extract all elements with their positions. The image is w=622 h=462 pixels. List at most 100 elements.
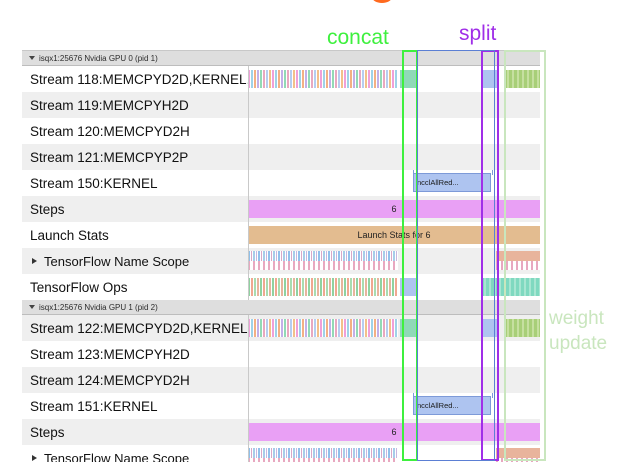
row-label[interactable]: TensorFlow Ops bbox=[22, 280, 248, 295]
launch-stats-bar[interactable]: Launch Stats for 6 bbox=[248, 226, 540, 244]
nccl-kernel-label: ncclAllRed... bbox=[417, 401, 459, 410]
weight-update-line-2: update bbox=[549, 331, 607, 356]
activity-bar bbox=[496, 251, 540, 261]
row-label-text: TensorFlow Name Scope bbox=[44, 451, 189, 462]
activity-bar bbox=[496, 458, 540, 462]
lane-separator bbox=[248, 222, 249, 248]
row-label-text: Stream 118:MEMCPYD2D,KERNEL,ME bbox=[30, 72, 248, 87]
row-label-text: Stream 120:MEMCPYD2H bbox=[30, 124, 190, 139]
row-label-text: Stream 124:MEMCPYD2H bbox=[30, 373, 190, 388]
timeline-row[interactable]: Stream 151:KERNEL ncclAllRed... bbox=[22, 393, 540, 419]
timeline-lane[interactable]: ncclAllRed... bbox=[248, 170, 540, 196]
row-label[interactable]: TensorFlow Name Scope bbox=[22, 254, 248, 269]
timeline-row[interactable]: Stream 122:MEMCPYD2D,KERNEL,MI bbox=[22, 315, 540, 341]
steps-bar[interactable]: 6 bbox=[248, 423, 540, 441]
row-label-text: Steps bbox=[30, 425, 65, 440]
lane-separator bbox=[248, 274, 249, 300]
row-label[interactable]: Stream 123:MEMCPYH2D bbox=[22, 347, 248, 362]
timeline-row[interactable]: Stream 150:KERNEL ncclAllRed... bbox=[22, 170, 540, 196]
lane-separator bbox=[248, 118, 249, 144]
timeline-lane[interactable] bbox=[248, 367, 540, 393]
timeline-row[interactable]: Stream 124:MEMCPYD2H bbox=[22, 367, 540, 393]
steps-bar[interactable]: 6 bbox=[248, 200, 540, 218]
row-label[interactable]: Stream 118:MEMCPYD2D,KERNEL,ME bbox=[22, 72, 248, 87]
weight-update-line-1: weight bbox=[549, 306, 607, 331]
activity-bar bbox=[248, 261, 398, 270]
row-label-text: Steps bbox=[30, 202, 65, 217]
timeline-lane[interactable]: ncclAllRed... bbox=[248, 393, 540, 419]
nccl-kernel-bar[interactable]: ncclAllRed... bbox=[413, 173, 491, 192]
row-label-text: TensorFlow Ops bbox=[30, 280, 128, 295]
group-header-gpu-1[interactable]: isqx1:25676 Nvidia GPU 1 (pid 2) bbox=[22, 300, 540, 315]
expand-triangle-icon[interactable] bbox=[32, 455, 37, 461]
timeline-row[interactable]: Stream 121:MEMCPYP2P bbox=[22, 144, 540, 170]
row-label-text: Stream 150:KERNEL bbox=[30, 176, 158, 191]
timeline-row[interactable]: Steps 6 bbox=[22, 419, 540, 445]
orange-marker-icon bbox=[372, 0, 392, 3]
timeline-row[interactable]: TensorFlow Ops bbox=[22, 274, 540, 300]
timeline-row[interactable]: Steps 6 bbox=[22, 196, 540, 222]
lane-separator bbox=[248, 419, 249, 445]
timeline-lane[interactable] bbox=[248, 274, 540, 300]
activity-bar bbox=[400, 319, 416, 337]
row-label[interactable]: Stream 120:MEMCPYD2H bbox=[22, 124, 248, 139]
timeline-lane[interactable]: 6 bbox=[248, 419, 540, 445]
timeline-row[interactable]: TensorFlow Name Scope bbox=[22, 248, 540, 274]
row-label[interactable]: Stream 124:MEMCPYD2H bbox=[22, 373, 248, 388]
row-label-text: Stream 119:MEMCPYH2D bbox=[30, 98, 189, 113]
timeline-lane[interactable] bbox=[248, 66, 540, 92]
group-header-label: isqx1:25676 Nvidia GPU 1 (pid 2) bbox=[39, 303, 158, 312]
nccl-kernel-bar[interactable]: ncclAllRed... bbox=[413, 396, 491, 415]
expand-triangle-icon[interactable] bbox=[32, 258, 37, 264]
row-label[interactable]: TensorFlow Name Scope bbox=[22, 451, 248, 462]
annotation-label-weight-update: weight update bbox=[549, 306, 607, 356]
timeline-row[interactable]: Stream 123:MEMCPYH2D bbox=[22, 341, 540, 367]
lane-separator bbox=[248, 315, 249, 341]
activity-bar bbox=[496, 448, 540, 458]
timeline-lane[interactable] bbox=[248, 118, 540, 144]
row-label[interactable]: Stream 121:MEMCPYP2P bbox=[22, 150, 248, 165]
activity-bar bbox=[248, 278, 398, 296]
timeline-row[interactable]: TensorFlow Name Scope bbox=[22, 445, 540, 462]
chevron-down-icon[interactable] bbox=[29, 305, 35, 309]
lane-separator bbox=[248, 445, 249, 462]
lane-separator bbox=[248, 170, 249, 196]
row-label[interactable]: Launch Stats bbox=[22, 228, 248, 243]
timeline-lane[interactable] bbox=[248, 341, 540, 367]
timeline-lane[interactable] bbox=[248, 144, 540, 170]
timeline-lane[interactable] bbox=[248, 248, 540, 274]
timeline-row[interactable]: Stream 118:MEMCPYD2D,KERNEL,ME bbox=[22, 66, 540, 92]
trace-timeline-panel[interactable]: isqx1:25676 Nvidia GPU 0 (pid 1) Stream 1… bbox=[22, 50, 540, 462]
row-label[interactable]: Steps bbox=[22, 425, 248, 440]
lane-separator bbox=[248, 367, 249, 393]
row-label[interactable]: Steps bbox=[22, 202, 248, 217]
lane-separator bbox=[248, 248, 249, 274]
timeline-lane[interactable]: Launch Stats for 6 bbox=[248, 222, 540, 248]
timeline-lane[interactable] bbox=[248, 92, 540, 118]
row-label[interactable]: Stream 119:MEMCPYH2D bbox=[22, 98, 248, 113]
row-label-text: TensorFlow Name Scope bbox=[44, 254, 189, 269]
group-header-label: isqx1:25676 Nvidia GPU 0 (pid 1) bbox=[39, 54, 158, 63]
group-header-gpu-0[interactable]: isqx1:25676 Nvidia GPU 0 (pid 1) bbox=[22, 51, 540, 66]
row-label[interactable]: Stream 122:MEMCPYD2D,KERNEL,MI bbox=[22, 321, 248, 336]
timeline-row[interactable]: Stream 119:MEMCPYH2D bbox=[22, 92, 540, 118]
row-label[interactable]: Stream 151:KERNEL bbox=[22, 399, 248, 414]
timeline-row[interactable]: Stream 120:MEMCPYD2H bbox=[22, 118, 540, 144]
timeline-lane[interactable]: 6 bbox=[248, 196, 540, 222]
row-label[interactable]: Stream 150:KERNEL bbox=[22, 176, 248, 191]
lane-separator bbox=[248, 66, 249, 92]
row-label-text: Stream 121:MEMCPYP2P bbox=[30, 150, 188, 165]
row-label-text: Stream 123:MEMCPYH2D bbox=[30, 347, 190, 362]
row-label-text: Stream 151:KERNEL bbox=[30, 399, 158, 414]
lane-separator bbox=[248, 196, 249, 222]
activity-bar bbox=[400, 278, 416, 296]
lane-separator bbox=[248, 92, 249, 118]
lane-separator bbox=[248, 144, 249, 170]
activity-bar bbox=[248, 448, 398, 458]
activity-bar bbox=[248, 458, 398, 462]
timeline-lane[interactable] bbox=[248, 315, 540, 341]
timeline-lane[interactable] bbox=[248, 445, 540, 462]
activity-bar bbox=[248, 319, 398, 337]
chevron-down-icon[interactable] bbox=[29, 56, 35, 60]
